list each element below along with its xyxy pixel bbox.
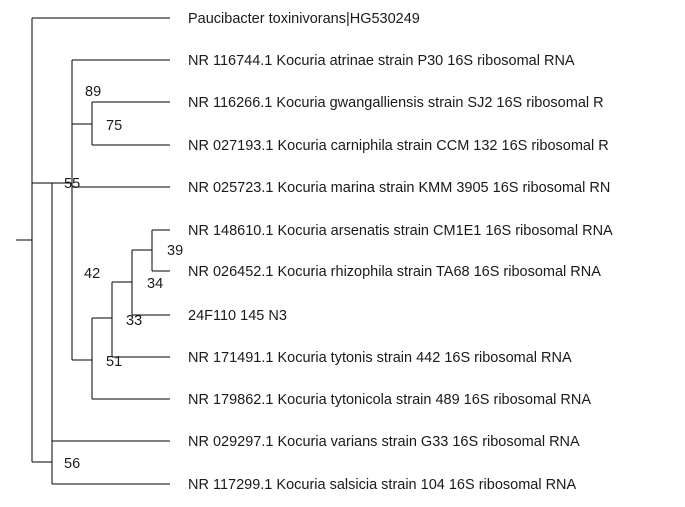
leaf-label-tytonis: NR 171491.1 Kocuria tytonis strain 442 1… [188,350,572,366]
leaf-label-salsicia: NR 117299.1 Kocuria salsicia strain 104 … [188,477,577,493]
leaf-label-rhizophila: NR 026452.1 Kocuria rhizophila strain TA… [188,264,601,280]
leaf-label-atrinae: NR 116744.1 Kocuria atrinae strain P30 1… [188,53,575,69]
leaf-label-varians: NR 029297.1 Kocuria varians strain G33 1… [188,434,580,450]
support-value: 42 [84,266,100,282]
support-value: 51 [106,354,122,370]
support-value: 56 [64,456,80,472]
leaf-label-gwangalliensis: NR 116266.1 Kocuria gwangalliensis strai… [188,95,604,111]
support-value: 75 [106,118,122,134]
leaf-label-arsenatis: NR 148610.1 Kocuria arsenatis strain CM1… [188,223,613,239]
leaf-label-carniphila: NR 027193.1 Kocuria carniphila strain CC… [188,138,609,154]
leaf-label-marina: NR 025723.1 Kocuria marina strain KMM 39… [188,180,610,196]
support-value: 33 [126,313,142,329]
leaf-label-paucibacter: Paucibacter toxinivorans|HG530249 [188,11,420,27]
leaf-label-24f110: 24F110 145 N3 [188,308,287,324]
support-value: 89 [85,84,101,100]
support-value: 55 [64,176,80,192]
support-value: 34 [147,276,163,292]
support-value: 39 [167,243,183,259]
leaf-label-tytonicola: NR 179862.1 Kocuria tytonicola strain 48… [188,392,591,408]
